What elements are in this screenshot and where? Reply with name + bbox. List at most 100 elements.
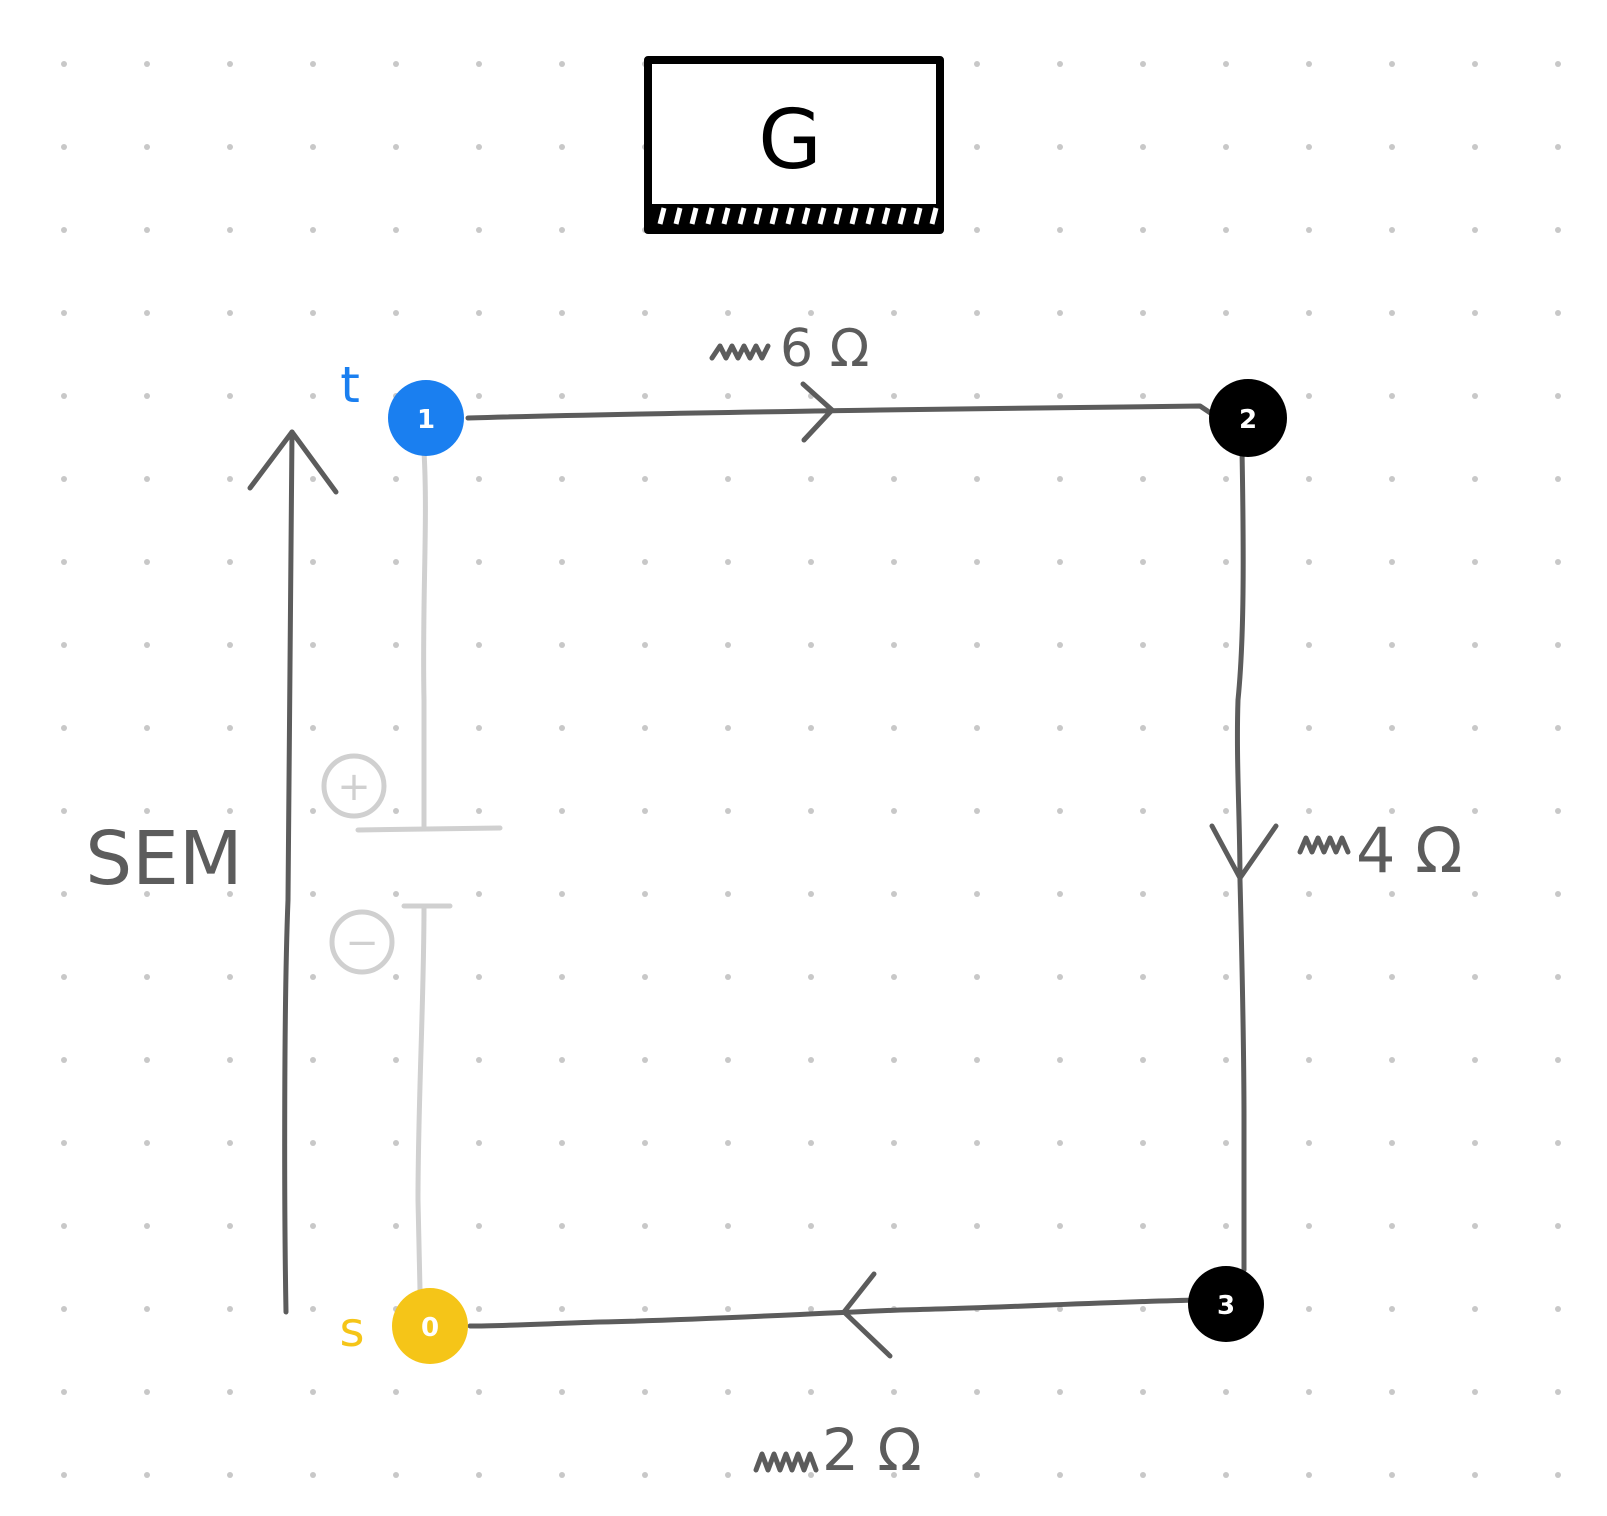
grid-dot <box>61 808 67 814</box>
grid-dot <box>227 476 233 482</box>
grid-dot <box>725 1389 731 1395</box>
grid-dot <box>1306 144 1312 150</box>
grid-dot <box>974 393 980 399</box>
grid-dot <box>227 559 233 565</box>
node-2-label: 2 <box>1239 405 1257 435</box>
grid-dot <box>1223 1057 1229 1063</box>
grid-dot <box>725 1306 731 1312</box>
grid-dot <box>1223 642 1229 648</box>
grid-dot <box>974 144 980 150</box>
grid-dot <box>642 559 648 565</box>
grid-dot <box>310 1057 316 1063</box>
grid-dot <box>642 725 648 731</box>
grid-dot <box>310 310 316 316</box>
grid-dot <box>1057 974 1063 980</box>
grid-dot <box>1140 1306 1146 1312</box>
hatch-line <box>817 207 827 225</box>
grid-dot <box>61 227 67 233</box>
grid-dot <box>642 974 648 980</box>
grid-dot <box>1555 310 1561 316</box>
grid-dot <box>808 1223 814 1229</box>
grid-dot <box>310 393 316 399</box>
grid-dot <box>310 808 316 814</box>
arrow-3-0 <box>841 1271 893 1359</box>
grid-dot <box>642 476 648 482</box>
grid-dot <box>559 1223 565 1229</box>
grid-dot <box>891 310 897 316</box>
grid-dot <box>974 61 980 67</box>
grid-dot <box>1389 310 1395 316</box>
grid-dot <box>725 1472 731 1478</box>
grid-dot <box>310 1389 316 1395</box>
graph-title-box: G <box>644 56 944 234</box>
grid-dot <box>559 642 565 648</box>
grid-dot <box>974 725 980 731</box>
node-1: 1 <box>388 380 464 456</box>
grid-dot <box>61 1057 67 1063</box>
grid-dot <box>144 310 150 316</box>
grid-dot <box>144 393 150 399</box>
grid-dot <box>1140 144 1146 150</box>
grid-dot <box>476 1223 482 1229</box>
grid-dot <box>1472 891 1478 897</box>
arrow-1-2 <box>800 381 835 443</box>
grid-dot <box>642 1223 648 1229</box>
grid-dot <box>1555 1223 1561 1229</box>
hatch-line <box>721 207 731 225</box>
grid-dot <box>310 1140 316 1146</box>
grid-dot <box>1472 1472 1478 1478</box>
grid-dot <box>1389 1389 1395 1395</box>
grid-dot <box>808 1306 814 1312</box>
grid-dot <box>891 974 897 980</box>
grid-dot <box>808 310 814 316</box>
grid-dot <box>1555 642 1561 648</box>
grid-dot <box>61 393 67 399</box>
grid-dot <box>476 1472 482 1478</box>
grid-dot <box>144 891 150 897</box>
grid-dot <box>1555 61 1561 67</box>
grid-dot <box>891 559 897 565</box>
grid-dot <box>808 476 814 482</box>
arrow-2-3 <box>1209 823 1279 881</box>
grid-dot <box>310 476 316 482</box>
grid-dot <box>1140 476 1146 482</box>
grid-dot <box>725 725 731 731</box>
grid-dot <box>1057 1472 1063 1478</box>
grid-dot <box>144 642 150 648</box>
grid-dot <box>559 144 565 150</box>
hatch-line <box>929 207 939 225</box>
grid-dot <box>642 1389 648 1395</box>
grid-dot <box>1140 974 1146 980</box>
grid-dot <box>725 974 731 980</box>
resistor-symbol <box>709 343 771 361</box>
grid-dot <box>61 1472 67 1478</box>
hatch-line <box>865 207 875 225</box>
grid-dot <box>1472 1389 1478 1395</box>
resistance-label-1-2: 6 Ω <box>780 319 869 379</box>
grid-dot <box>1306 974 1312 980</box>
grid-dot <box>1389 393 1395 399</box>
node-0-label: 0 <box>421 1313 439 1343</box>
grid-dot <box>1223 1223 1229 1229</box>
grid-dot <box>1140 1223 1146 1229</box>
grid-dot <box>642 393 648 399</box>
grid-dot <box>144 725 150 731</box>
grid-dot <box>393 891 399 897</box>
grid-dot <box>144 476 150 482</box>
grid-dot <box>1140 1472 1146 1478</box>
grid-dot <box>1389 559 1395 565</box>
sem-label: SEM <box>85 816 243 902</box>
grid-dot <box>61 476 67 482</box>
grid-dot <box>559 559 565 565</box>
graph-title: G <box>758 93 822 188</box>
grid-dot <box>1057 559 1063 565</box>
grid-dot <box>891 808 897 814</box>
grid-dot <box>1555 559 1561 565</box>
grid-dot <box>1472 1223 1478 1229</box>
grid-dot <box>1555 227 1561 233</box>
grid-dot <box>891 1223 897 1229</box>
plus-symbol: + <box>337 764 371 810</box>
grid-dot <box>61 1140 67 1146</box>
grid-dot <box>642 808 648 814</box>
resistor-symbol <box>753 1451 819 1473</box>
